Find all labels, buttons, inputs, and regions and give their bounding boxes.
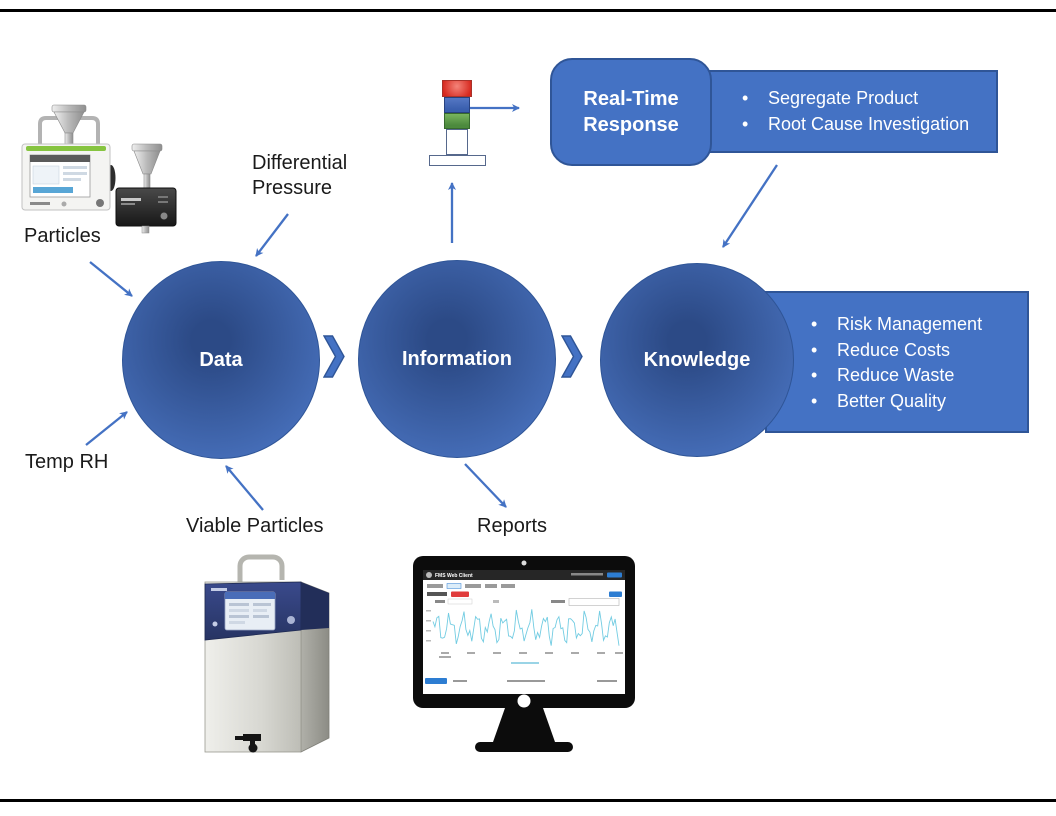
stack-light-icon bbox=[429, 78, 489, 168]
list-item: Root Cause Investigation bbox=[742, 112, 969, 138]
arrow-temp-rh-to-data bbox=[85, 411, 128, 446]
slide-border-bottom bbox=[0, 799, 1056, 802]
chart-type-select bbox=[568, 598, 620, 606]
knowledge-benefits-box: Risk ManagementReduce CostsReduce WasteB… bbox=[765, 291, 1029, 433]
chevron-right-icon bbox=[323, 335, 345, 378]
information-circle: Information bbox=[358, 260, 556, 458]
stack-light-pole bbox=[446, 129, 468, 155]
information-circle-label: Information bbox=[402, 347, 512, 370]
chart-legend bbox=[511, 662, 539, 664]
differential-pressure-label: Differential Pressure bbox=[252, 152, 348, 199]
real-time-response-box: Real-Time Response bbox=[550, 58, 712, 166]
arrow-particles-to-data bbox=[89, 261, 133, 297]
reports-label: Reports bbox=[477, 515, 548, 537]
list-item: Segregate Product bbox=[742, 86, 969, 112]
stack-light-green-segment bbox=[444, 113, 470, 129]
list-item: Reduce Waste bbox=[811, 363, 982, 389]
arrow-viable-to-data bbox=[225, 465, 264, 511]
monitor-stand bbox=[493, 708, 555, 742]
particle-counters-image bbox=[21, 104, 177, 234]
viable-particle-counter-image bbox=[204, 554, 330, 753]
active-tab bbox=[446, 583, 462, 589]
fms-web-client-screen: FMS Web Client bbox=[423, 570, 625, 684]
monitor-screen bbox=[423, 570, 625, 694]
remote-particle-counter-icon bbox=[115, 143, 177, 234]
monitor-app-title: FMS Web Client bbox=[435, 573, 473, 579]
logout-button bbox=[607, 572, 622, 578]
stack-light-red-segment bbox=[442, 80, 472, 97]
app-logo-icon bbox=[426, 572, 432, 578]
knowledge-circle: Knowledge bbox=[600, 263, 794, 457]
desktop-monitor-image: FMS Web Client bbox=[413, 556, 635, 752]
particles-label: Particles bbox=[24, 225, 101, 247]
monitor-base bbox=[475, 742, 573, 752]
chevron-right-icon bbox=[561, 335, 583, 378]
portable-particle-counter-icon bbox=[21, 104, 116, 211]
temp-rh-label: Temp RH bbox=[25, 451, 109, 473]
arrow-diff-pressure-to-data bbox=[255, 213, 289, 257]
webcam-icon bbox=[521, 560, 527, 566]
list-item: Better Quality bbox=[811, 389, 982, 415]
viable-particles-label: Viable Particles bbox=[186, 515, 324, 537]
alert-badge bbox=[451, 591, 469, 597]
knowledge-benefits-list: Risk ManagementReduce CostsReduce WasteB… bbox=[811, 312, 982, 414]
arrow-response-to-knowledge bbox=[722, 164, 778, 248]
data-circle: Data bbox=[122, 261, 320, 459]
stack-light-blue-segment bbox=[444, 97, 470, 113]
stack-light-base bbox=[429, 155, 486, 166]
trend-chart-line bbox=[432, 609, 620, 646]
list-item: Reduce Costs bbox=[811, 338, 982, 364]
monitor-chin-button bbox=[517, 694, 531, 708]
knowledge-circle-label: Knowledge bbox=[643, 348, 751, 371]
list-item: Risk Management bbox=[811, 312, 982, 338]
slide-border-top bbox=[0, 9, 1056, 12]
arrow-information-to-reports bbox=[464, 463, 507, 508]
response-actions-box: Segregate ProductRoot Cause Investigatio… bbox=[706, 70, 998, 153]
data-circle-label: Data bbox=[199, 348, 243, 371]
bottom-action-button bbox=[425, 678, 447, 684]
response-actions-list: Segregate ProductRoot Cause Investigatio… bbox=[742, 86, 969, 137]
